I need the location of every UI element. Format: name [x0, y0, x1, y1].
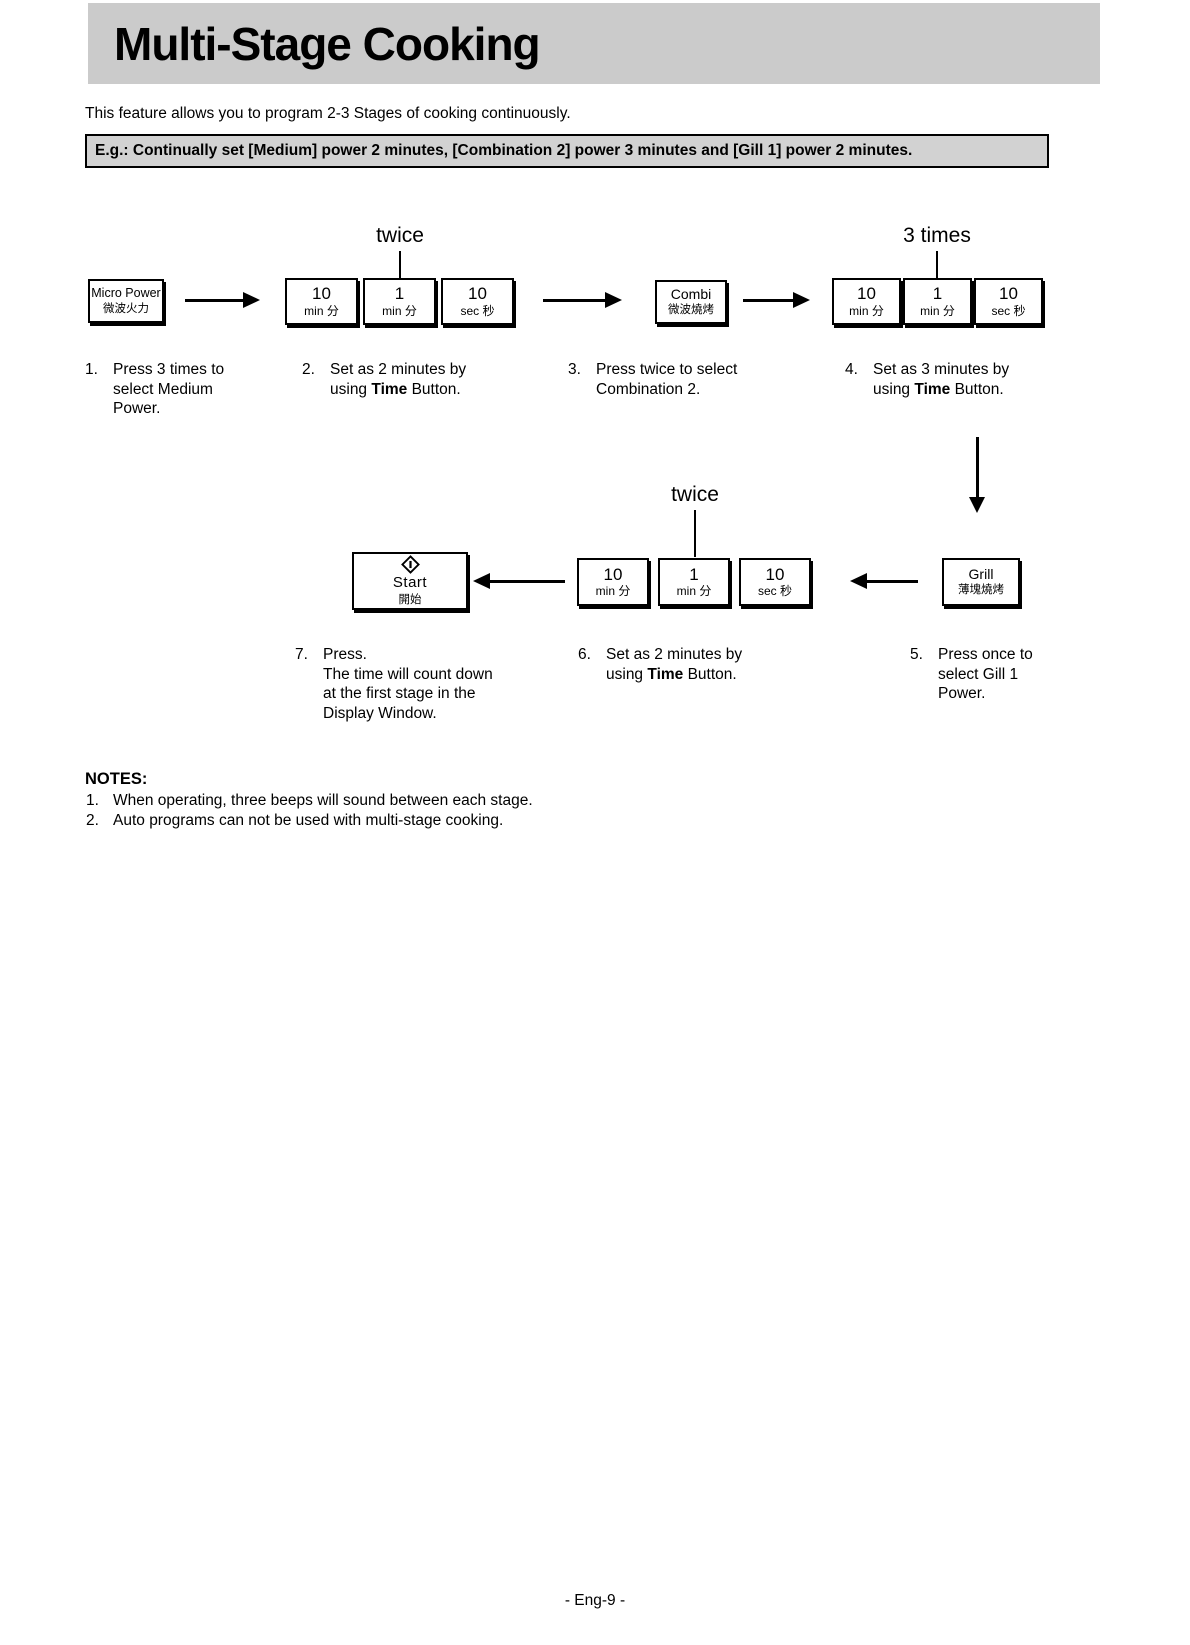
notes-heading: NOTES:: [85, 770, 148, 788]
step-7: 7. Press. The time will count down at th…: [295, 646, 493, 722]
combi-label: Combi: [670, 286, 712, 303]
micro-power-label-zh: 微波火力: [103, 302, 149, 315]
step-3: 3. Press twice to select Combination 2.: [568, 361, 738, 398]
intro-text: This feature allows you to program 2-3 S…: [85, 105, 571, 122]
start-button: Start 開始: [352, 552, 468, 610]
time-1min-button: 1 min 分: [658, 558, 730, 606]
time-10min-button: 10 min 分: [285, 278, 358, 325]
arrow-down-icon: [969, 437, 985, 513]
step-2: 2. Set as 2 minutes by using Time Button…: [302, 361, 467, 398]
time-10min-button: 10 min 分: [577, 558, 649, 606]
time-10sec-button: 10 sec 秒: [739, 558, 811, 606]
time-10sec-button: 10 sec 秒: [974, 278, 1043, 325]
micro-power-button: Micro Power 微波火力: [88, 279, 164, 323]
page-number: - Eng-9 -: [564, 1592, 626, 1609]
step-6: 6. Set as 2 minutes by using Time Button…: [578, 646, 743, 683]
start-label: Start: [392, 574, 428, 592]
grill-button: Grill 薄塊燒烤: [942, 558, 1020, 606]
example-box: E.g.: Continually set [Medium] power 2 m…: [85, 134, 1049, 168]
grill-label-zh: 薄塊燒烤: [958, 584, 1004, 597]
time-1min-button: 1 min 分: [903, 278, 972, 325]
note-item: 1. When operating, three beeps will soun…: [86, 792, 533, 809]
time-10sec-button: 10 sec 秒: [441, 278, 514, 325]
note-item: 2. Auto programs can not be used with mu…: [86, 812, 504, 829]
arrow-right-icon: [185, 292, 260, 308]
micro-power-label: Micro Power: [91, 286, 161, 301]
arrow-right-icon: [743, 292, 810, 308]
grill-label: Grill: [968, 566, 994, 583]
arrow-left-icon: [850, 573, 918, 589]
step-4: 4. Set as 3 minutes by using Time Button…: [845, 361, 1010, 398]
twice-label-row1: twice: [376, 224, 424, 247]
start-label-zh: 開始: [398, 593, 422, 606]
page-title: Multi-Stage Cooking: [114, 17, 541, 70]
combi-label-zh: 微波燒烤: [668, 304, 714, 317]
twice-tick-row2: [694, 510, 696, 557]
twice-tick-row1: [399, 251, 401, 278]
example-text: E.g.: Continually set [Medium] power 2 m…: [95, 142, 913, 159]
step-1: 1. Press 3 times to select Medium Power.: [85, 361, 225, 417]
arrow-left-icon: [473, 573, 565, 589]
arrow-right-icon: [543, 292, 622, 308]
time-10min-button: 10 min 分: [832, 278, 901, 325]
start-diamond-icon: [400, 555, 420, 575]
combi-button: Combi 微波燒烤: [655, 280, 727, 324]
twice-label-row2: twice: [671, 483, 719, 506]
time-1min-button: 1 min 分: [363, 278, 436, 325]
title-banner: Multi-Stage Cooking: [88, 3, 1100, 84]
three-times-label: 3 times: [903, 224, 971, 247]
three-times-tick: [936, 251, 938, 278]
step-5: 5. Press once to select Gill 1 Power.: [910, 646, 1033, 702]
